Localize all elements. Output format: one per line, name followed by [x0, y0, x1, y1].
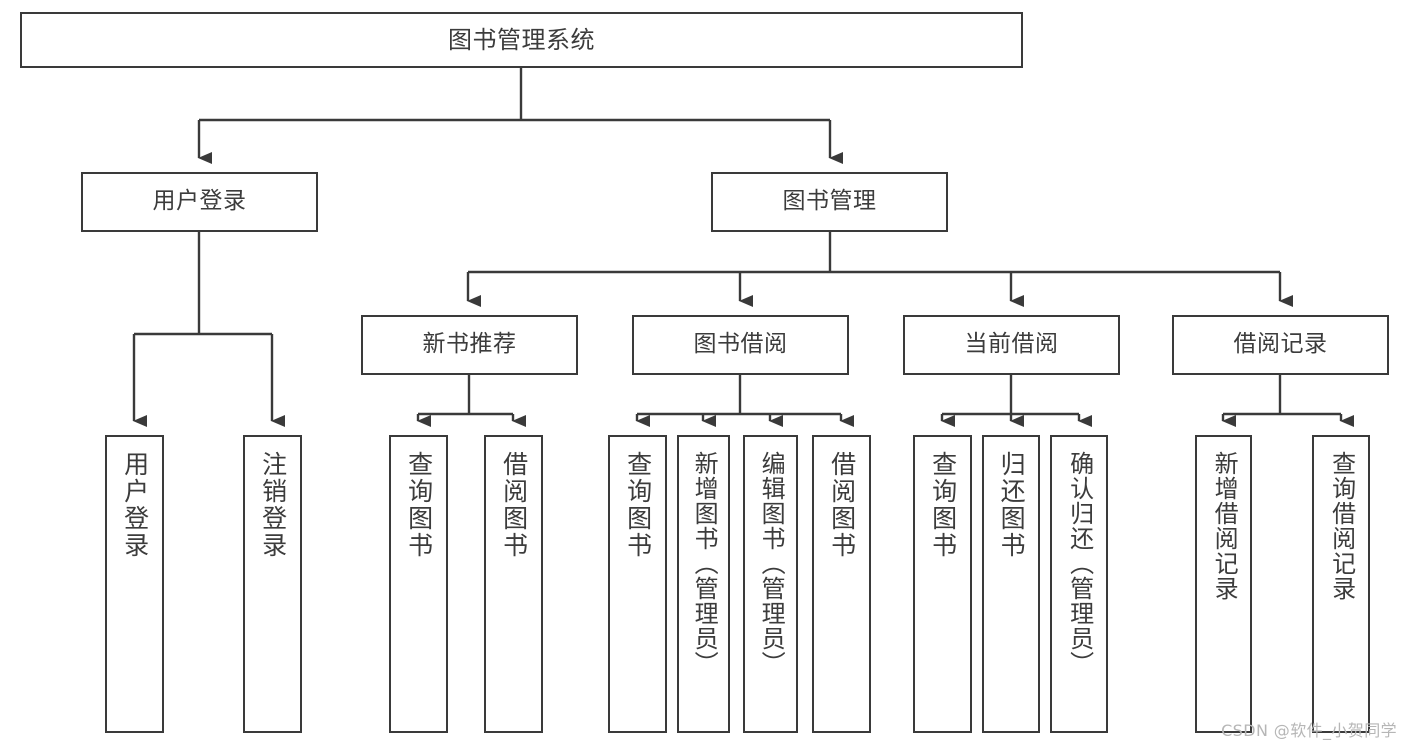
- leaf-new-book-query[interactable]: 查询图书: [389, 435, 448, 733]
- node-label: 查询借阅记录: [1327, 451, 1356, 601]
- leaf-current-confirm-return-admin[interactable]: 确认归还（管理员）: [1050, 435, 1108, 733]
- leaf-borrow-add-book-admin[interactable]: 新增图书（管理员）: [677, 435, 730, 733]
- node-label: 注销登录: [258, 451, 288, 559]
- node-label: 用户登录: [120, 451, 150, 559]
- node-label: 图书借阅: [693, 331, 788, 358]
- node-label: 新增借阅记录: [1210, 451, 1239, 601]
- node-label: 当前借阅: [964, 331, 1059, 358]
- node-label: 确认归还（管理员）: [1065, 451, 1094, 676]
- node-label: 用户登录: [152, 188, 247, 215]
- node-label: 图书管理: [782, 188, 877, 215]
- leaf-current-query-book[interactable]: 查询图书: [913, 435, 972, 733]
- node-label: 查询图书: [623, 451, 653, 559]
- node-label: 编辑图书（管理员）: [757, 451, 786, 676]
- leaf-record-add-borrow-record[interactable]: 新增借阅记录: [1195, 435, 1252, 733]
- node-book-management[interactable]: 图书管理: [711, 172, 948, 232]
- node-label: 查询图书: [404, 451, 434, 559]
- node-label: 查询图书: [928, 451, 958, 559]
- leaf-user-login-signin[interactable]: 用户登录: [105, 435, 164, 733]
- node-user-login[interactable]: 用户登录: [81, 172, 318, 232]
- node-label: 借阅记录: [1233, 331, 1328, 358]
- node-label: 借阅图书: [499, 451, 529, 559]
- node-label: 新增图书（管理员）: [690, 451, 719, 676]
- node-label: 归还图书: [997, 451, 1027, 559]
- node-borrow-record[interactable]: 借阅记录: [1172, 315, 1389, 375]
- node-book-borrow[interactable]: 图书借阅: [632, 315, 849, 375]
- leaf-current-return-book[interactable]: 归还图书: [982, 435, 1040, 733]
- leaf-record-query-borrow-record[interactable]: 查询借阅记录: [1312, 435, 1370, 733]
- leaf-new-book-borrow[interactable]: 借阅图书: [484, 435, 543, 733]
- csdn-watermark: CSDN @软件_小贺同学: [1221, 721, 1397, 740]
- node-label: 图书管理系统: [448, 25, 595, 54]
- leaf-borrow-borrow-book[interactable]: 借阅图书: [812, 435, 871, 733]
- leaf-borrow-edit-book-admin[interactable]: 编辑图书（管理员）: [743, 435, 798, 733]
- node-current-borrow[interactable]: 当前借阅: [903, 315, 1120, 375]
- node-label: 借阅图书: [827, 451, 857, 559]
- node-root-book-management-system[interactable]: 图书管理系统: [20, 12, 1023, 68]
- leaf-user-login-logout[interactable]: 注销登录: [243, 435, 302, 733]
- node-label: 新书推荐: [422, 331, 517, 358]
- leaf-borrow-query-book[interactable]: 查询图书: [608, 435, 667, 733]
- node-new-book-recommend[interactable]: 新书推荐: [361, 315, 578, 375]
